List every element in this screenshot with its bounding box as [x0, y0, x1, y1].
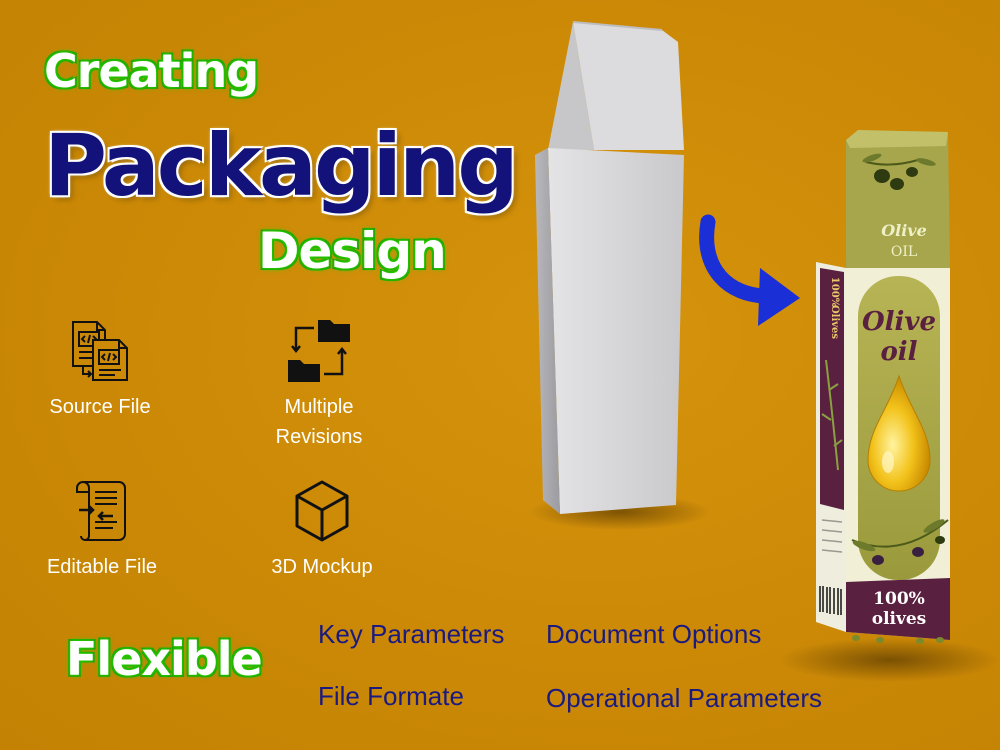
front-title-olive: Olive [862, 307, 936, 337]
feature-label-editable-file: Editable File [46, 556, 158, 578]
editable-file-icon [76, 481, 126, 541]
front-badge-olives: olives [872, 609, 927, 629]
front-title-oil: oil [880, 337, 917, 367]
top-logo-oil: OIL [891, 244, 917, 260]
side-olive-branch [821, 359, 843, 471]
param-key-parameters: Key Parameters [318, 619, 505, 649]
headline-creating: Creating [44, 44, 259, 98]
olive-branch-front [851, 519, 949, 565]
feature-multiple-revisions: Multiple Revisions [258, 318, 380, 452]
flexible-label: Flexible [66, 632, 263, 686]
side-text-lines [821, 519, 843, 553]
side-text-100: 100% [829, 277, 840, 308]
feature-source-file: Source File [40, 318, 160, 422]
olive-branch-top [862, 153, 936, 190]
olive-box-shadow [780, 638, 1000, 682]
param-file-formate: File Formate [318, 681, 464, 711]
feature-editable-file: Editable File [36, 478, 168, 582]
olive-border-bottom [852, 635, 944, 644]
cube-icon [295, 480, 349, 542]
folder-swap-icon [288, 320, 350, 382]
feature-label-revisions: Revisions [275, 426, 363, 448]
top-logo-olive: Olive [881, 221, 927, 240]
front-badge-100: 100% [873, 589, 925, 609]
headline-design: Design [258, 222, 447, 280]
olive-oil-box: Olive OIL 100% Olives [816, 130, 950, 644]
curved-arrow-icon [699, 214, 800, 326]
barcode [819, 586, 842, 615]
feature-3d-mockup: 3D Mockup [266, 478, 378, 582]
feature-label-3d-mockup: 3D Mockup [271, 556, 373, 578]
param-operational-parameters: Operational Parameters [546, 683, 823, 713]
feature-label-source-file: Source File [49, 396, 151, 418]
source-file-icon [72, 321, 128, 381]
param-document-options: Document Options [546, 619, 762, 649]
blank-box [535, 21, 684, 514]
side-text-olives: Olives [829, 305, 840, 339]
headline-packaging: Packaging [44, 116, 519, 216]
feature-label-multiple: Multiple [284, 396, 354, 418]
